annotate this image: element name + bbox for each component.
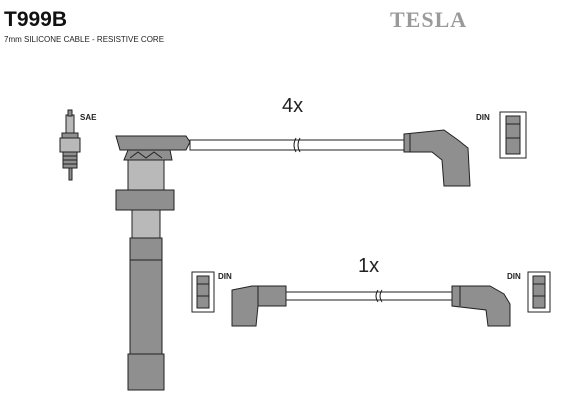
din-terminal-right-icon — [527, 271, 551, 313]
spark-plug-sae-icon — [59, 109, 81, 181]
din-terminal-left-icon — [191, 271, 215, 313]
din-terminal-top-icon — [499, 111, 527, 159]
din-label-right: DIN — [507, 272, 521, 281]
din-label-left: DIN — [218, 272, 232, 281]
brand-logo: TESLA — [390, 7, 467, 32]
part-code: T999B — [4, 8, 67, 31]
upper-cable-4x — [115, 129, 471, 391]
cable-spec-subtitle: 7mm SILICONE CABLE - RESISTIVE CORE — [4, 35, 164, 44]
quantity-lower: 1x — [358, 255, 379, 277]
sae-label: SAE — [80, 113, 97, 122]
lower-cable-1x — [231, 285, 511, 327]
din-label-top: DIN — [476, 113, 490, 122]
quantity-upper: 4x — [282, 95, 303, 117]
